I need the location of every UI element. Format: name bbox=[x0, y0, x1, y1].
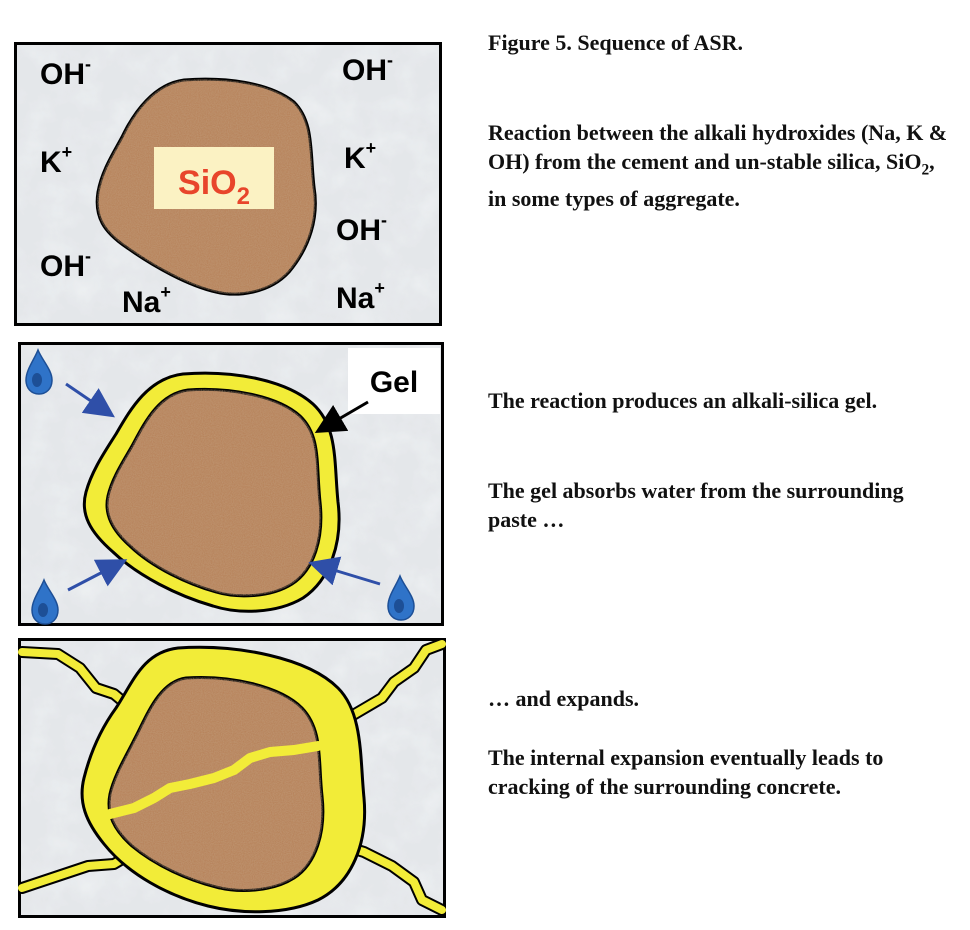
figure-title: Figure 5. Sequence of ASR. bbox=[488, 30, 744, 55]
gel-label: Gel bbox=[370, 366, 418, 399]
caption-cracking: The internal expansion eventually leads … bbox=[488, 745, 884, 799]
ion-label: OH- bbox=[342, 50, 393, 87]
caption-water-absorption: The gel absorbs water from the surroundi… bbox=[488, 478, 904, 532]
ion-label: OH- bbox=[40, 246, 91, 283]
water-flow-arrow bbox=[308, 556, 381, 586]
caption-expansion: … and expands. bbox=[488, 686, 640, 711]
internal-crack bbox=[105, 741, 323, 819]
ion-label: OH- bbox=[40, 54, 91, 91]
ion-label: K+ bbox=[40, 142, 72, 179]
panel-3-cracking bbox=[18, 638, 446, 918]
silica-label-box bbox=[154, 147, 274, 209]
caption-reaction: Reaction between the alkali hydroxides (… bbox=[488, 120, 948, 212]
ion-label: Na+ bbox=[122, 282, 171, 319]
water-drop-icon bbox=[25, 347, 53, 395]
panel-2-gel: Gel bbox=[18, 342, 444, 626]
ion-label: K+ bbox=[344, 138, 376, 175]
panel-2-diagram: Gel bbox=[18, 342, 444, 626]
gel-pointer-arrow bbox=[314, 400, 369, 434]
water-flow-arrow bbox=[65, 382, 115, 418]
water-drop-icon bbox=[31, 577, 59, 625]
water-flow-arrow bbox=[67, 559, 128, 592]
caption-gel-production: The reaction produces an alkali-silica g… bbox=[488, 388, 878, 413]
silica-label: SiO2 bbox=[178, 164, 250, 210]
water-drop-icon bbox=[387, 573, 415, 621]
ion-label: OH- bbox=[336, 210, 387, 247]
panel-3-diagram bbox=[18, 638, 446, 918]
ion-label: Na+ bbox=[336, 278, 385, 315]
panel-1-diagram: SiO2 OH- OH- K+ K+ OH- OH- Na+ Na+ bbox=[14, 42, 442, 326]
panel-1-reaction: SiO2 OH- OH- K+ K+ OH- OH- Na+ Na+ bbox=[14, 42, 442, 326]
